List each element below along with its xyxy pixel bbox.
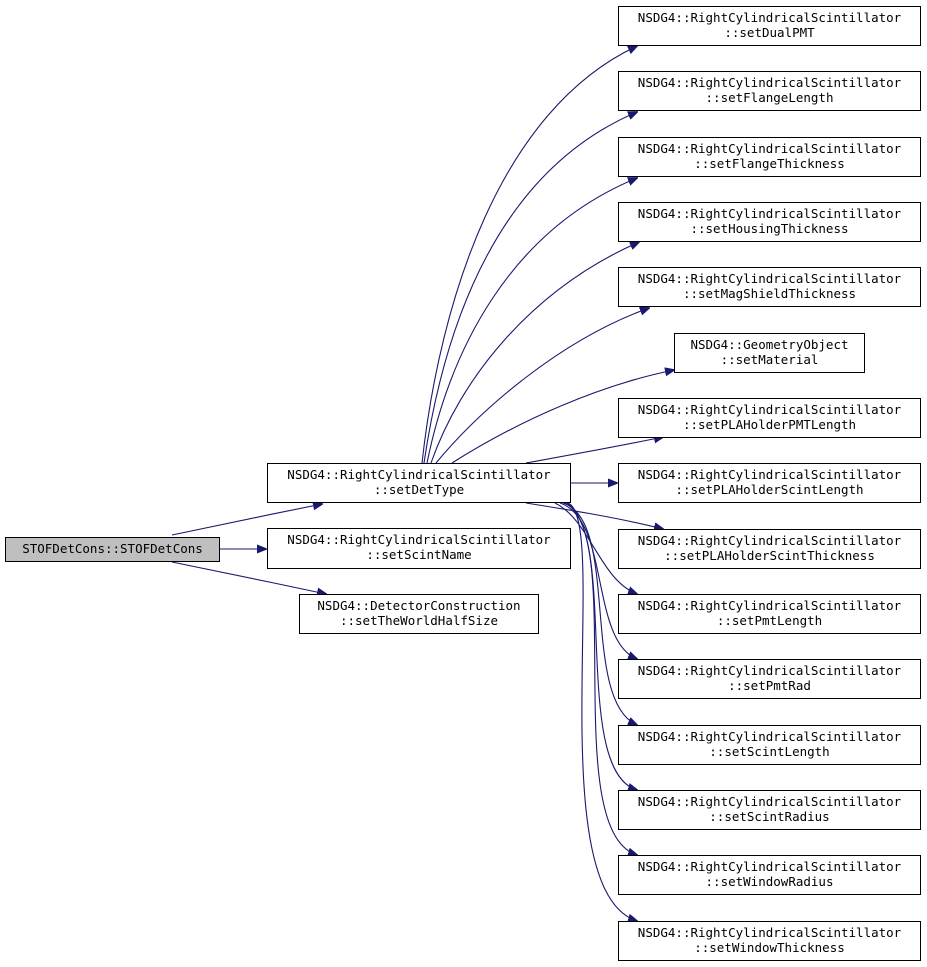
node-stofdetcons-label: STOFDetCons::STOFDetCons (22, 541, 203, 556)
node-setplaholderscintlength-method: ::setPLAHolderScintLength (675, 482, 864, 497)
node-setwindowradius[interactable]: NSDG4::RightCylindricalScintillator ::se… (618, 855, 921, 895)
node-settheworldhalfsize-class: NSDG4::DetectorConstruction (317, 598, 521, 613)
edge-setdettype-to-setpmtlength (554, 502, 637, 594)
node-setwindowthickness-method: ::setWindowThickness (694, 940, 845, 955)
node-setflangelength[interactable]: NSDG4::RightCylindricalScintillator ::se… (618, 71, 921, 111)
node-setdettype[interactable]: NSDG4::RightCylindricalScintillator ::se… (267, 463, 571, 503)
node-setscintname-method: ::setScintName (366, 547, 472, 562)
edge-setdettype-to-setmaterial (451, 370, 674, 464)
node-setpmtrad-method: ::setPmtRad (728, 678, 811, 693)
node-setplaholderpmtlength[interactable]: NSDG4::RightCylindricalScintillator ::se… (618, 398, 921, 438)
node-setpmtlength-class: NSDG4::RightCylindricalScintillator (637, 598, 902, 613)
node-setscintradius-class: NSDG4::RightCylindricalScintillator (637, 794, 902, 809)
node-setplaholderscintthickness-class: NSDG4::RightCylindricalScintillator (637, 533, 902, 548)
node-setplaholderscintthickness-method: ::setPLAHolderScintThickness (664, 548, 875, 563)
node-sethousingthickness-method: ::setHousingThickness (690, 221, 849, 236)
node-setdualpmt[interactable]: NSDG4::RightCylindricalScintillator ::se… (618, 6, 921, 46)
node-setwindowthickness[interactable]: NSDG4::RightCylindricalScintillator ::se… (618, 921, 921, 961)
edge-root-to-setdettype (171, 504, 322, 536)
edge-setdettype-to-sethousingthickness (430, 242, 639, 464)
edge-setdettype-to-setscintlength (562, 502, 637, 725)
node-setplaholderpmtlength-method: ::setPLAHolderPMTLength (682, 417, 857, 432)
node-setscintlength-method: ::setScintLength (709, 744, 830, 759)
node-stofdetcons: STOFDetCons::STOFDetCons (5, 537, 220, 562)
node-setmagshieldthickness-method: ::setMagShieldThickness (682, 286, 857, 301)
node-setmagshieldthickness-class: NSDG4::RightCylindricalScintillator (637, 271, 902, 286)
node-setflangethickness-class: NSDG4::RightCylindricalScintillator (637, 141, 902, 156)
node-setmagshieldthickness[interactable]: NSDG4::RightCylindricalScintillator ::se… (618, 267, 921, 307)
node-sethousingthickness-class: NSDG4::RightCylindricalScintillator (637, 206, 902, 221)
node-setdettype-class: NSDG4::RightCylindricalScintillator (287, 467, 551, 482)
node-setpmtrad[interactable]: NSDG4::RightCylindricalScintillator ::se… (618, 659, 921, 699)
edge-setdettype-to-setwindowthickness (567, 502, 637, 921)
node-setdualpmt-class: NSDG4::RightCylindricalScintillator (637, 10, 902, 25)
node-setdettype-method: ::setDetType (373, 482, 465, 497)
node-setscintlength[interactable]: NSDG4::RightCylindricalScintillator ::se… (618, 725, 921, 765)
edge-setdettype-to-setflangelength (423, 112, 637, 464)
node-setpmtlength-method: ::setPmtLength (716, 613, 823, 628)
node-setflangelength-class: NSDG4::RightCylindricalScintillator (637, 75, 902, 90)
node-setscintradius-method: ::setScintRadius (709, 809, 830, 824)
node-setplaholderpmtlength-class: NSDG4::RightCylindricalScintillator (637, 402, 902, 417)
node-setflangelength-method: ::setFlangeLength (705, 90, 834, 105)
node-setflangethickness-method: ::setFlangeThickness (694, 156, 845, 171)
node-setplaholderscintlength-class: NSDG4::RightCylindricalScintillator (637, 467, 902, 482)
node-setscintname[interactable]: NSDG4::RightCylindricalScintillator ::se… (267, 528, 571, 569)
node-setplaholderscintlength[interactable]: NSDG4::RightCylindricalScintillator ::se… (618, 463, 921, 503)
node-setpmtlength[interactable]: NSDG4::RightCylindricalScintillator ::se… (618, 594, 921, 634)
node-setscintname-class: NSDG4::RightCylindricalScintillator (287, 532, 551, 547)
node-setflangethickness[interactable]: NSDG4::RightCylindricalScintillator ::se… (618, 137, 921, 177)
node-setmaterial-class: NSDG4::GeometryObject (690, 337, 849, 352)
node-setwindowradius-method: ::setWindowRadius (705, 874, 834, 889)
edge-setdettype-to-setplaholderscintthickness (525, 502, 663, 529)
node-setscintradius[interactable]: NSDG4::RightCylindricalScintillator ::se… (618, 790, 921, 830)
node-setwindowradius-class: NSDG4::RightCylindricalScintillator (637, 859, 902, 874)
node-setwindowthickness-class: NSDG4::RightCylindricalScintillator (637, 925, 902, 940)
node-setscintlength-class: NSDG4::RightCylindricalScintillator (637, 729, 902, 744)
node-setpmtrad-class: NSDG4::RightCylindricalScintillator (637, 663, 902, 678)
edge-setdettype-to-setpmtrad (559, 502, 637, 659)
edge-setdettype-to-setwindowradius (566, 502, 637, 855)
node-settheworldhalfsize[interactable]: NSDG4::DetectorConstruction ::setTheWorl… (299, 594, 539, 634)
node-settheworldhalfsize-method: ::setTheWorldHalfSize (339, 613, 499, 628)
node-setmaterial-method: ::setMaterial (720, 352, 819, 367)
node-sethousingthickness[interactable]: NSDG4::RightCylindricalScintillator ::se… (618, 202, 921, 242)
edge-setdettype-to-setflangethickness (426, 178, 637, 464)
edge-setdettype-to-setplaholderpmtlength (525, 437, 663, 464)
edge-setdettype-to-setdualpmt (421, 46, 637, 464)
edge-setdettype-to-setmagshieldthickness (435, 308, 649, 464)
node-setmaterial[interactable]: NSDG4::GeometryObject ::setMaterial (674, 333, 865, 373)
node-setplaholderscintthickness[interactable]: NSDG4::RightCylindricalScintillator ::se… (618, 529, 921, 569)
edge-root-to-settheworldhalfsize (171, 561, 326, 594)
node-setdualpmt-method: ::setDualPMT (724, 25, 815, 40)
